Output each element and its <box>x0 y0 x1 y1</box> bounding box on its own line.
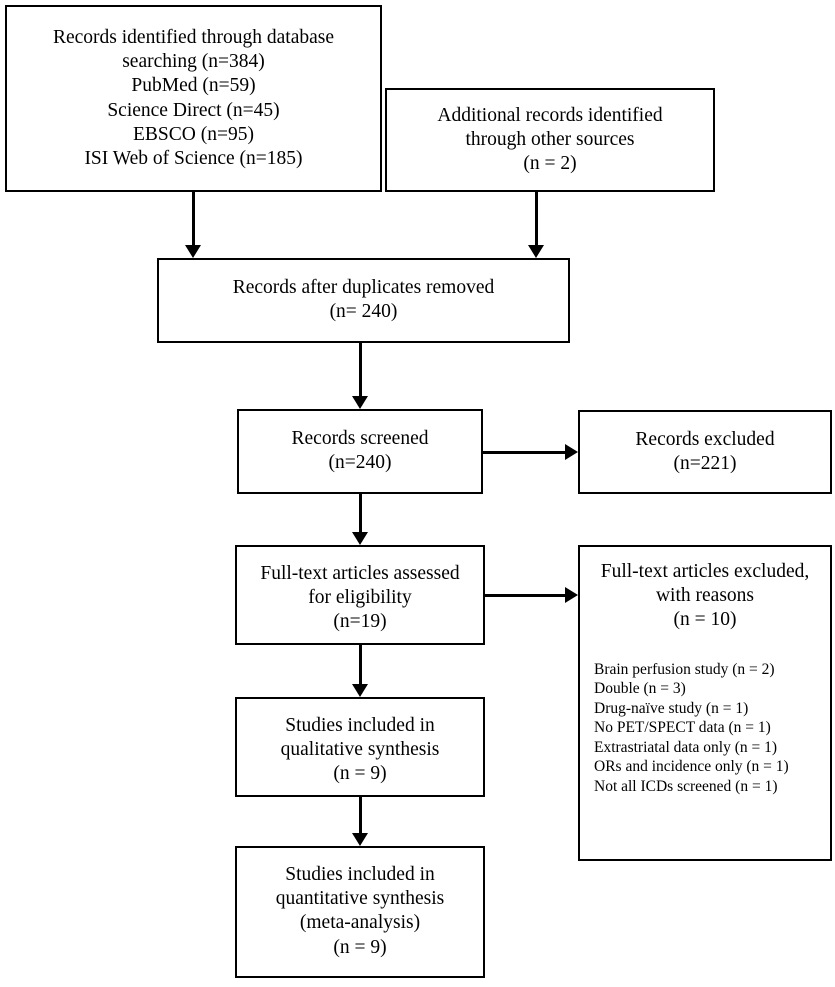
connector-duplicates-to-screened <box>359 343 362 396</box>
box-records-excluded: Records excluded (n=221) <box>578 410 832 494</box>
box-quantitative-synthesis-text: Studies included in quantitative synthes… <box>275 864 445 958</box>
arrowhead-qualitative-to-quantitative <box>352 833 368 846</box>
box-records-screened: Records screened (n=240) <box>237 409 483 494</box>
arrowhead-database-to-duplicates <box>185 245 201 258</box>
box-qualitative-synthesis-text: Studies included in qualitative synthesi… <box>280 715 440 785</box>
box-fulltext-assessed-text: Full-text articles assessed for eligibil… <box>260 563 460 633</box>
box-quantitative-synthesis: Studies included in quantitative synthes… <box>235 846 485 978</box>
connector-fulltext-to-qualitative <box>359 645 362 684</box>
connector-fulltext-to-excluded-reasons <box>485 594 565 597</box>
box-records-identified-other-sources-text: Additional records identified through ot… <box>437 104 663 175</box>
connector-other-sources-to-duplicates <box>535 192 538 245</box>
exclusion-reasons-list: Brain perfusion study (n = 2) Double (n … <box>594 660 789 795</box>
box-records-identified-database-text: Records identified through database sear… <box>52 26 335 169</box>
box-records-identified-database: Records identified through database sear… <box>5 5 382 192</box>
box-qualitative-synthesis: Studies included in qualitative synthesi… <box>235 697 485 797</box>
box-records-excluded-text: Records excluded (n=221) <box>635 429 775 475</box>
box-records-after-duplicates-removed-text: Records after duplicates removed (n= 240… <box>232 277 495 323</box>
arrowhead-screened-to-excluded <box>565 444 578 460</box>
connector-screened-to-fulltext <box>359 494 362 532</box>
arrowhead-duplicates-to-screened <box>352 396 368 409</box>
connector-database-to-duplicates <box>192 192 195 245</box>
box-records-after-duplicates-removed: Records after duplicates removed (n= 240… <box>157 258 570 343</box>
box-fulltext-assessed: Full-text articles assessed for eligibil… <box>235 545 485 645</box>
box-records-screened-text: Records screened (n=240) <box>291 428 429 474</box>
arrowhead-screened-to-fulltext <box>352 532 368 545</box>
arrowhead-other-sources-to-duplicates <box>528 245 544 258</box>
arrowhead-fulltext-to-excluded-reasons <box>565 587 578 603</box>
box-fulltext-excluded-with-reasons: Full-text articles excluded, with reason… <box>578 545 832 861</box>
connector-qualitative-to-quantitative <box>359 797 362 833</box>
box-fulltext-excluded-heading: Full-text articles excluded, with reason… <box>600 561 810 631</box>
arrowhead-fulltext-to-qualitative <box>352 684 368 697</box>
box-records-identified-other-sources: Additional records identified through ot… <box>385 88 715 192</box>
connector-screened-to-excluded <box>483 451 565 454</box>
